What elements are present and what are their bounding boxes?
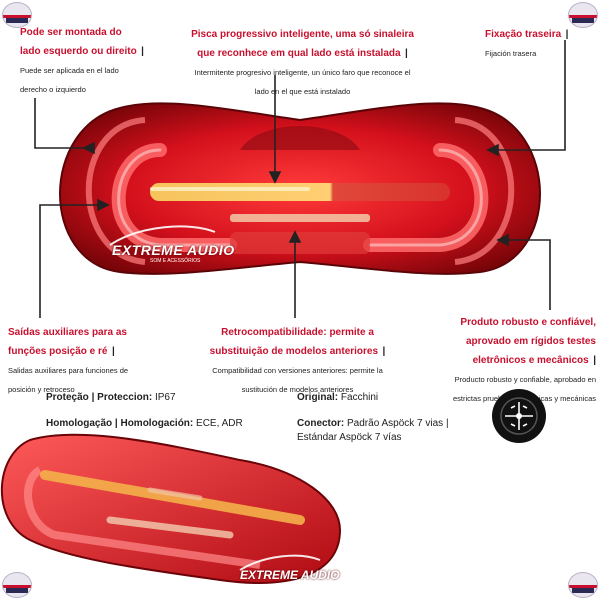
spec-value: Padrão Aspöck 7 vias | Estándar Aspöck 7… bbox=[297, 418, 449, 443]
callout-mounting-side: Pode ser montada do lado esquerdo ou dir… bbox=[20, 27, 144, 94]
brand-logo-bottom: EXTREME AUDIO bbox=[240, 568, 340, 582]
callout-lines bbox=[34, 40, 566, 318]
spec-label: Proteção | Proteccion: bbox=[46, 392, 153, 403]
callout-text: Fijación trasera bbox=[485, 48, 537, 58]
callout-progressive-indicator: Pisca progressivo inteligente, uma só si… bbox=[191, 29, 414, 96]
extreme-audio-badge-icon bbox=[568, 2, 598, 28]
extreme-audio-badge-icon bbox=[2, 2, 32, 28]
brand-logo-subtext: SOM E ACESSÓRIOS bbox=[150, 258, 201, 264]
callout-rear-fixing: Fixação traseira | Fijación trasera bbox=[485, 29, 569, 58]
brand-logo: EXTREME AUDIO bbox=[112, 242, 235, 258]
callout-text: Intermitente progresivo inteligente, un … bbox=[194, 67, 411, 96]
callout-title: Pode ser montada do lado esquerdo ou dir… bbox=[20, 27, 137, 57]
spec-homologation: Homologação | Homologación: ECE, ADR bbox=[46, 417, 276, 431]
spec-label: Homologação | Homologación: bbox=[46, 418, 194, 429]
spec-value: IP67 bbox=[154, 392, 176, 403]
callout-title: Retrocompatibilidade: permite a substitu… bbox=[209, 327, 379, 357]
callout-text: Salidas auxiliares para funciones de pos… bbox=[8, 365, 129, 394]
spec-label: Conector: bbox=[297, 418, 345, 429]
callout-title: Produto robusto e confiável, aprovado em… bbox=[460, 317, 596, 366]
callout-text: Puede ser aplicada en el lado derecho o … bbox=[20, 65, 119, 94]
spec-value: Facchini bbox=[340, 392, 379, 403]
spec-original: Original: Facchini bbox=[297, 391, 477, 405]
spec-connector: Conector: Padrão Aspöck 7 vias | Estánda… bbox=[297, 417, 477, 444]
logo-swoosh bbox=[109, 225, 321, 571]
callout-title: Saídas auxiliares para as funções posiçã… bbox=[8, 327, 127, 357]
callout-title: Pisca progressivo inteligente, uma só si… bbox=[191, 29, 414, 59]
spec-label: Original: bbox=[297, 392, 339, 403]
spec-protection: Proteção | Proteccion: IP67 bbox=[46, 391, 276, 405]
spec-value: ECE, ADR bbox=[196, 418, 243, 429]
extreme-audio-badge-icon bbox=[2, 572, 32, 598]
callout-title: Fixação traseira bbox=[485, 29, 562, 40]
callout-text: Compatibilidad con versiones anteriores:… bbox=[212, 365, 383, 394]
secondary-lamp bbox=[0, 433, 342, 584]
main-lamp bbox=[59, 102, 541, 275]
extreme-audio-badge-icon bbox=[568, 572, 598, 598]
callout-backward-compatibility: Retrocompatibilidade: permite a substitu… bbox=[209, 327, 386, 394]
callout-auxiliary-outputs: Saídas auxiliares para as funções posiçã… bbox=[8, 327, 129, 394]
connector-7pin-icon bbox=[492, 389, 546, 443]
